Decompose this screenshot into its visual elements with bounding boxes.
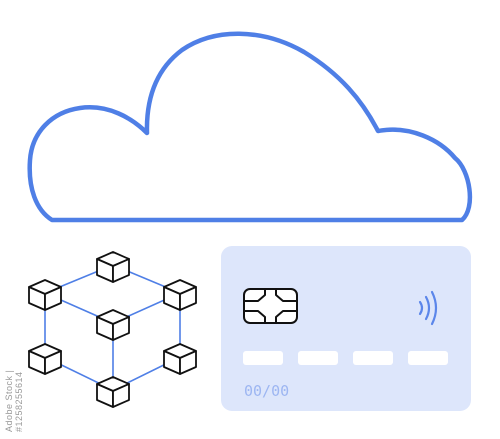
cube-group xyxy=(28,251,197,408)
block-cube xyxy=(96,376,130,408)
block-cube xyxy=(28,343,62,375)
card-number-slot xyxy=(243,351,283,365)
block-cube xyxy=(96,309,130,341)
card-expiry-text: 00/00 xyxy=(244,382,289,400)
block-cube xyxy=(96,251,130,283)
credit-card-icon: 00/00 xyxy=(221,246,471,411)
block-cube xyxy=(163,279,197,311)
card-chip-icon xyxy=(243,288,298,324)
block-cube xyxy=(163,343,197,375)
blockchain-network-icon xyxy=(28,251,197,408)
card-number-slot xyxy=(408,351,448,365)
cloud-icon xyxy=(27,31,473,223)
block-cube xyxy=(28,279,62,311)
card-body xyxy=(221,246,471,411)
card-number-slots xyxy=(243,351,448,365)
card-number-slot xyxy=(353,351,393,365)
contactless-icon xyxy=(418,290,438,326)
stock-watermark: Adobe Stock | #1258255614 xyxy=(4,369,24,432)
card-number-slot xyxy=(298,351,338,365)
